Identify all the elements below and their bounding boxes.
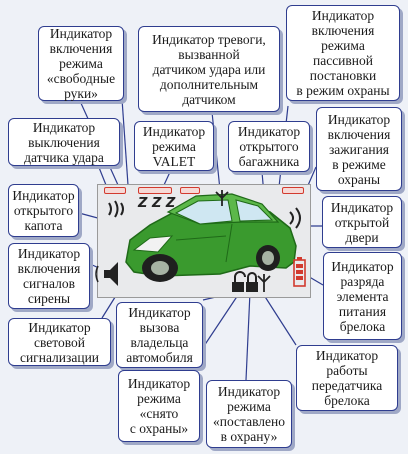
callout-hood: Индикатор открытого капота [8, 184, 79, 237]
callout-siren: Индикатор включения сигналов сирены [8, 243, 90, 309]
indicator-lamp-right [282, 187, 304, 194]
zzz-icon: Z Z Z [138, 196, 176, 211]
callout-disarmed: Индикатор режима «снято с охраны» [118, 370, 200, 442]
shock-waves-icon [108, 200, 124, 218]
callout-ignition: Индикатор включения зажигания в режиме о… [316, 107, 402, 191]
antenna-icon [215, 190, 229, 206]
callout-trunk: Индикатор открытого багажника [228, 121, 310, 172]
battery-icon [293, 257, 306, 287]
callout-free-hands: Индикатор включения режима «свободные ру… [38, 26, 124, 101]
indicator-lamp-center-2 [180, 187, 200, 194]
speaker-icon [95, 262, 118, 286]
transmitter-icon [257, 274, 271, 292]
callout-shock-off: Индикатор выключения датчика удара [8, 118, 120, 166]
callout-alarm-shock: Индикатор тревоги, вызванной датчиком уд… [138, 26, 280, 112]
lock-icon [246, 272, 258, 292]
car-image [125, 193, 297, 282]
callout-door: Индикатор открытой двери [322, 196, 402, 248]
callout-lights: Индикатор световой сигнализации [8, 318, 111, 366]
callout-armed: Индикатор режима «поставлено в охрану» [206, 380, 292, 448]
callout-passive-arm: Индикатор включения режима пассивной пос… [286, 5, 400, 101]
unlock-icon [232, 271, 246, 292]
indicator-lamp-center [138, 187, 172, 194]
door-signal-icon [289, 207, 301, 229]
indicator-lamp-left [104, 187, 126, 194]
callout-battery: Индикатор разряда элемента питания брело… [323, 252, 402, 340]
callout-transmitter: Индикатор работы передатчика брелока [296, 345, 398, 411]
callout-owner-call: Индикатор вызова владельца автомобиля [116, 302, 203, 368]
callout-valet: Индикатор режима VALET [134, 121, 214, 171]
